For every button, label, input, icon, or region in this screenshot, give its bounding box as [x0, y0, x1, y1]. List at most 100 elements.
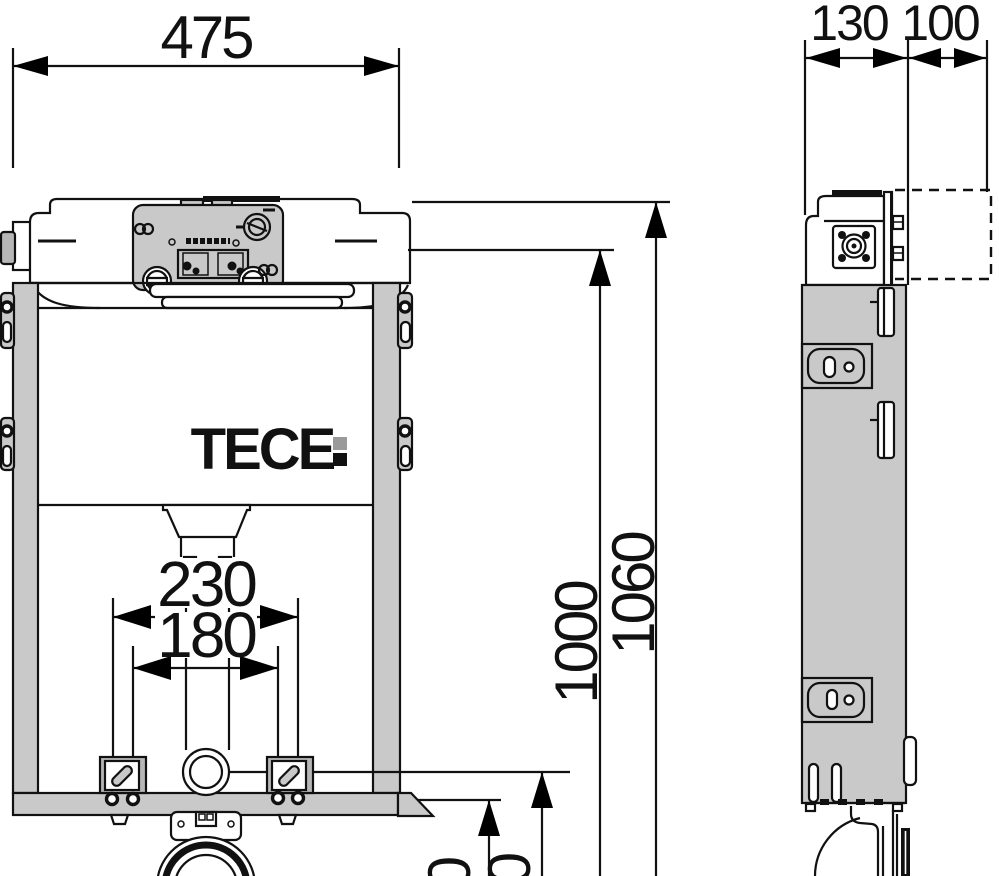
knob-slot	[246, 221, 268, 233]
collar-band	[148, 282, 356, 299]
dimension-label: 130	[810, 0, 888, 51]
arrowhead-up-icon	[478, 800, 500, 836]
access-plate	[131, 198, 285, 297]
arrowhead-right-icon	[240, 656, 278, 680]
dimension-depth-130: 130	[803, 0, 907, 215]
bracket-screw-icon	[398, 300, 412, 314]
foot-peg	[277, 813, 298, 826]
bracket-slot	[1, 444, 13, 468]
arrowhead-up-icon	[645, 202, 667, 238]
funnel-outline	[161, 503, 252, 539]
bracket-body	[876, 286, 896, 338]
mounting-plate-line	[890, 192, 893, 286]
side-body	[800, 283, 918, 813]
foot	[891, 802, 904, 813]
screw-icon	[182, 261, 192, 271]
screw-icon	[227, 261, 237, 271]
drain-ring	[162, 841, 250, 876]
arrowhead-left-icon	[13, 56, 48, 76]
anchor-bolt-icon	[125, 791, 141, 807]
foot-peg	[109, 813, 130, 826]
bracket-slot	[399, 320, 412, 344]
label-mask	[145, 558, 267, 608]
clamp-screw-icon	[177, 820, 185, 828]
brand-logo: TECE	[191, 417, 347, 482]
frame-rail-left	[0, 281, 40, 795]
arrowhead-up-icon	[531, 772, 553, 808]
logo-text: TECE	[191, 417, 335, 482]
logo-colon-bottom-icon	[333, 453, 347, 466]
pipe-bracket-lower	[870, 400, 896, 460]
plate-outline	[800, 342, 874, 390]
side-head	[804, 190, 905, 288]
arrowhead-left-icon	[133, 656, 171, 680]
arrowhead-up-icon	[589, 250, 611, 286]
screw-icon	[265, 263, 279, 277]
front-view: TECE	[0, 196, 414, 795]
foot	[804, 802, 817, 813]
dimension-label: 475	[160, 4, 252, 71]
drain-pipe	[156, 835, 256, 876]
bend-arc	[813, 816, 861, 876]
anchor-bolt-icon	[270, 790, 286, 806]
dimension-bottom-right: 0	[476, 772, 553, 876]
logo-colon-top-icon	[333, 437, 347, 450]
left-connector-tab	[0, 230, 17, 266]
plate-screw-icon	[862, 231, 870, 239]
base-rail-end	[396, 791, 436, 818]
clamp-screw-icon	[227, 820, 235, 828]
arrowhead-right-icon	[364, 56, 399, 76]
dimension-label: 180	[157, 599, 256, 671]
side-drain-bend	[813, 806, 910, 876]
actuator-door	[217, 252, 244, 276]
arrowhead-left-icon	[806, 48, 840, 68]
arrowhead-right-icon	[260, 605, 298, 629]
notch	[838, 799, 847, 805]
side-plate-lower	[800, 676, 874, 724]
pipe-bracket-upper	[870, 286, 896, 338]
screw-icon	[192, 267, 200, 275]
collar-band	[160, 295, 344, 310]
diagonal-slot	[111, 765, 133, 787]
dimension-label: 230	[157, 548, 256, 620]
screw-icon	[257, 263, 271, 277]
bracket-screw-icon	[0, 424, 14, 438]
side-tab	[902, 735, 918, 787]
clamp-notch	[194, 810, 218, 828]
front-view-base	[11, 747, 570, 876]
bend-edge	[849, 806, 880, 876]
anchor-bolt-icon	[104, 791, 120, 807]
side-plate-upper	[800, 342, 874, 390]
drain-inner	[175, 853, 237, 876]
connection-knob	[841, 233, 867, 259]
terminal-strip	[186, 238, 230, 244]
dimension-label-partial: 0	[476, 853, 543, 876]
terminal-strip-teeth	[191, 238, 228, 244]
head-top-cap	[203, 196, 280, 202]
dashed-clearance-box	[895, 188, 993, 281]
label-mask	[155, 612, 257, 658]
fixing-block-right	[265, 755, 315, 795]
bottom-slot	[807, 762, 820, 804]
notch	[856, 799, 865, 805]
diagonal-slot	[278, 765, 300, 787]
drain-clamp	[169, 810, 243, 842]
rail-body	[371, 281, 402, 795]
frame-rail-right	[371, 281, 414, 795]
plate-outline	[800, 676, 874, 724]
rail-body	[11, 281, 40, 795]
bracket-body	[876, 400, 896, 460]
anchor-bolt-icon	[290, 790, 306, 806]
arrowhead-right-icon	[954, 48, 986, 68]
screw-icon	[141, 222, 155, 236]
dimension-label-partial: 0	[416, 857, 483, 876]
notch	[820, 799, 829, 805]
hole-icon	[843, 694, 855, 706]
dimension-spacing-230: 230	[111, 548, 300, 795]
side-view	[800, 188, 993, 876]
oval-slot	[825, 688, 839, 711]
dimension-label: 100	[901, 0, 979, 51]
collar-curve	[32, 284, 101, 310]
